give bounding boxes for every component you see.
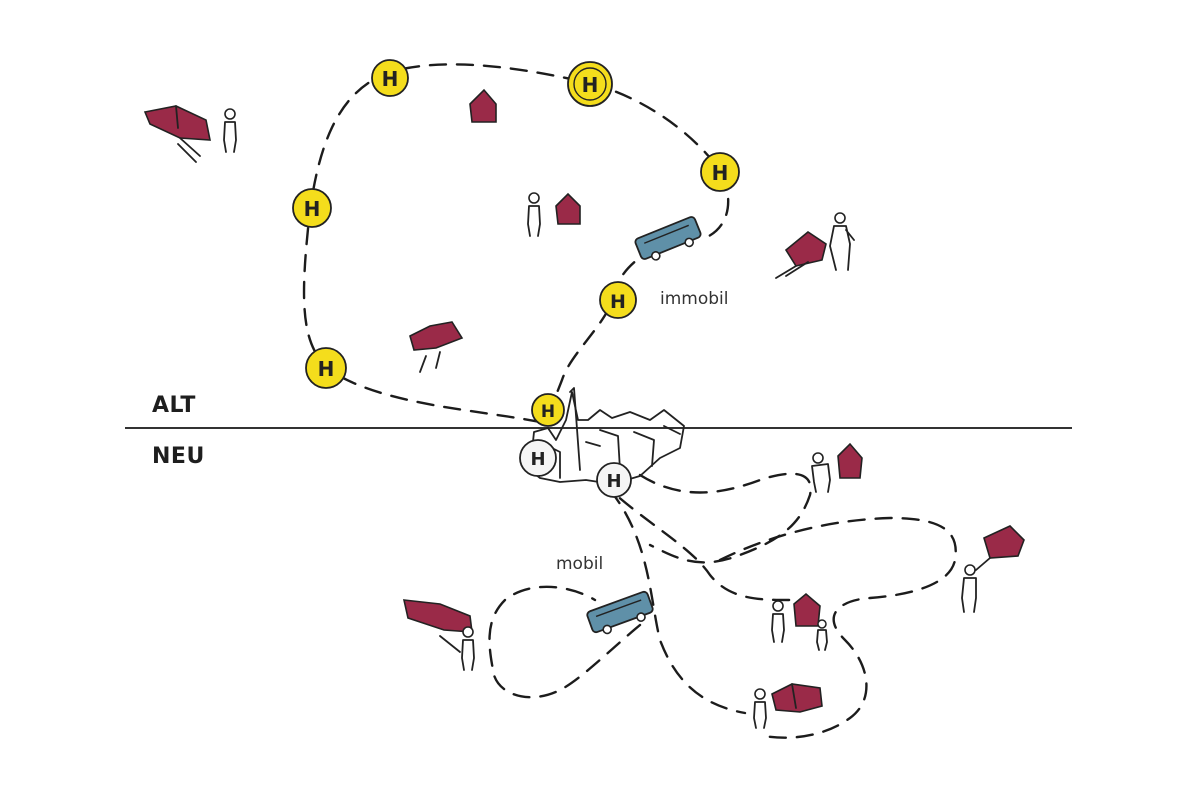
bus-icon xyxy=(586,590,654,635)
person-icon xyxy=(753,688,767,729)
house-icon xyxy=(837,442,863,479)
route-neu-center xyxy=(598,478,792,602)
person-icon xyxy=(223,108,237,153)
house-icon xyxy=(775,231,827,279)
label-alt: ALT xyxy=(152,393,196,418)
house-icon xyxy=(793,592,821,627)
svg-text:H: H xyxy=(712,161,729,185)
person-icon xyxy=(771,600,785,643)
bus-stop-icon: H xyxy=(596,462,632,498)
route-neu-south xyxy=(608,488,747,715)
bus-stop-icon: H xyxy=(599,281,637,319)
bus-stop-icon: H xyxy=(519,439,557,477)
person-icon xyxy=(961,564,977,613)
house-icon xyxy=(402,599,473,653)
svg-text:H: H xyxy=(318,357,335,381)
house-icon xyxy=(555,192,581,225)
bus-stop-icon: H xyxy=(371,59,409,97)
svg-text:H: H xyxy=(530,449,545,470)
label-immobil: immobil xyxy=(660,289,728,309)
person-icon xyxy=(816,619,828,651)
person-icon xyxy=(461,626,475,671)
svg-text:H: H xyxy=(610,291,626,313)
label-neu: NEU xyxy=(152,444,205,469)
svg-text:H: H xyxy=(541,402,555,422)
person-icon xyxy=(829,212,855,271)
person-icon xyxy=(527,192,541,237)
route-neu-right xyxy=(638,472,812,564)
route-neu-east xyxy=(718,516,957,739)
svg-text:H: H xyxy=(304,197,321,221)
bus-stop-icon: H xyxy=(700,152,740,192)
bus-stop-icon: H xyxy=(305,347,347,389)
route-alt-inner xyxy=(543,246,659,420)
house-icon xyxy=(469,88,497,123)
bus-stop-icon: H xyxy=(531,393,565,427)
person-icon xyxy=(811,452,831,493)
house-icon xyxy=(409,321,464,373)
bus-stop-icon: H xyxy=(292,188,332,228)
svg-text:H: H xyxy=(606,471,621,492)
label-mobil: mobil xyxy=(556,554,603,574)
house-icon xyxy=(975,525,1025,571)
bus-icon xyxy=(634,216,702,261)
svg-text:H: H xyxy=(382,67,399,91)
house-icon xyxy=(143,105,211,163)
bus-stop-icon: H xyxy=(567,61,613,107)
svg-text:H: H xyxy=(582,73,599,97)
house-icon xyxy=(771,683,823,713)
